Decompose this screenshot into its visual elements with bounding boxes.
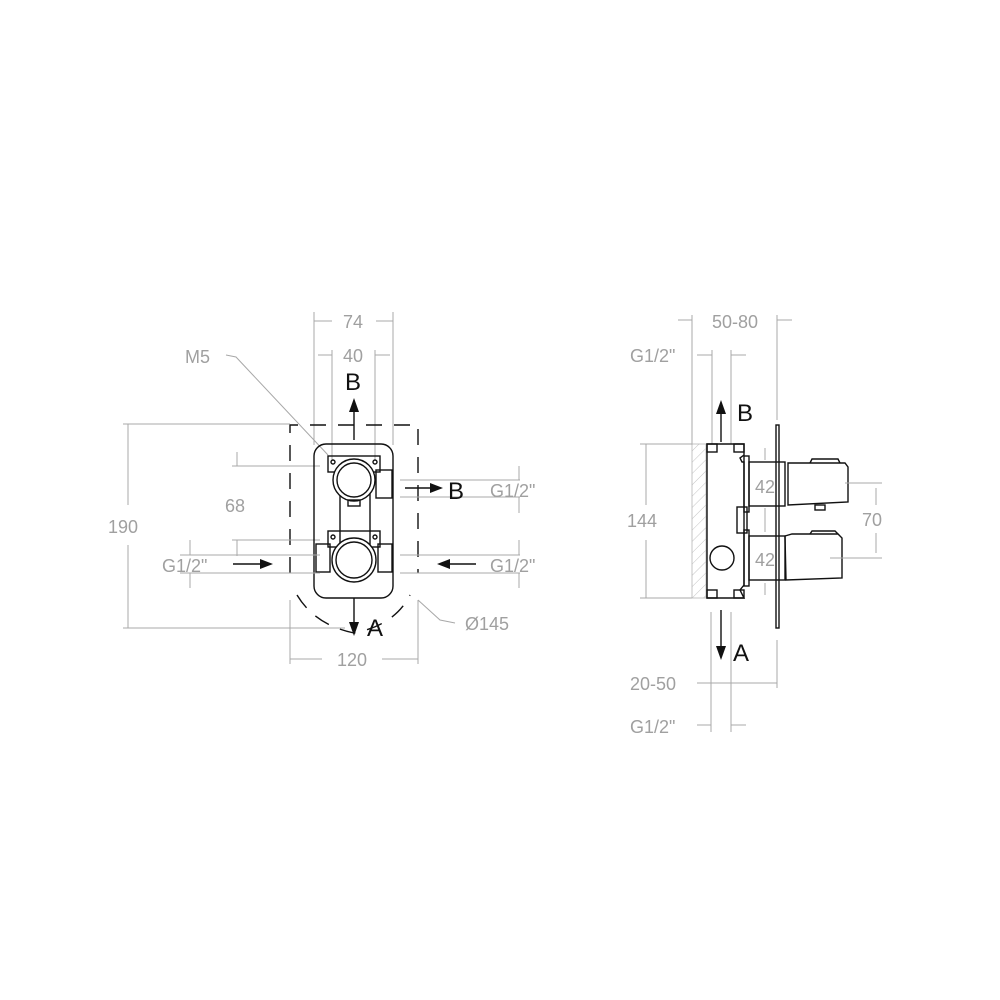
cover-plate: [775, 424, 780, 629]
svg-text:Ø145: Ø145: [465, 614, 509, 634]
dimension-40: 40: [318, 346, 390, 460]
svg-text:B: B: [737, 400, 753, 427]
svg-text:68: 68: [225, 496, 245, 516]
dimension-74: 74: [313, 312, 394, 445]
svg-text:M5: M5: [185, 347, 210, 367]
upper-handle: 42: [748, 458, 849, 511]
lower-flange: [743, 529, 750, 587]
diameter-145-callout: Ø145: [417, 599, 509, 634]
svg-text:B: B: [345, 369, 361, 396]
m5-callout: M5: [185, 347, 329, 456]
svg-text:42: 42: [755, 477, 775, 497]
svg-text:190: 190: [108, 517, 138, 537]
dimension-144: 144: [627, 443, 692, 599]
lower-handle: 42: [748, 530, 843, 581]
outlet-b-right-arrow: B G1/2": [400, 466, 535, 513]
dimension-190: 190: [108, 423, 345, 629]
upper-valve: [327, 455, 393, 507]
bottom-thread-dimension: G1/2": [630, 717, 746, 737]
svg-text:70: 70: [862, 510, 882, 530]
side-outlet-b-arrow: B: [716, 400, 753, 442]
dimension-120: 120: [289, 600, 419, 670]
upper-flange: [743, 455, 750, 513]
outlet-b-top-arrow: B: [345, 369, 361, 440]
svg-text:50-80: 50-80: [712, 312, 758, 332]
valve-body: [706, 443, 748, 599]
svg-text:G1/2": G1/2": [162, 556, 207, 576]
side-outlet-a-arrow: A: [716, 610, 749, 667]
outlet-a-bottom-arrow: A: [349, 598, 383, 642]
inlet-left-arrow: G1/2": [162, 540, 320, 588]
wall-box-outline: [289, 424, 419, 573]
svg-text:A: A: [367, 615, 383, 642]
svg-text:144: 144: [627, 511, 657, 531]
svg-text:42: 42: [755, 550, 775, 570]
front-view: 74 40 M5 B 190: [108, 312, 535, 670]
top-thread-dimension: G1/2": [630, 346, 746, 444]
dimension-68: 68: [225, 452, 320, 556]
dimension-50-80: 50-80: [678, 312, 792, 445]
svg-text:120: 120: [337, 650, 367, 670]
svg-text:B: B: [448, 478, 464, 505]
svg-text:G1/2": G1/2": [490, 481, 535, 501]
svg-text:74: 74: [343, 312, 363, 332]
inlet-right-arrow: G1/2": [400, 540, 535, 588]
side-view: 50-80 G1/2" B 144: [627, 312, 882, 737]
svg-text:G1/2": G1/2": [630, 346, 675, 366]
wall-hatch: [691, 443, 707, 599]
svg-text:G1/2": G1/2": [490, 556, 535, 576]
dimension-70: 70: [830, 482, 882, 559]
svg-text:20-50: 20-50: [630, 674, 676, 694]
svg-text:40: 40: [343, 346, 363, 366]
lower-valve: [315, 530, 393, 583]
svg-text:A: A: [733, 640, 749, 667]
svg-text:G1/2": G1/2": [630, 717, 675, 737]
dimension-20-50: 20-50: [630, 612, 778, 732]
